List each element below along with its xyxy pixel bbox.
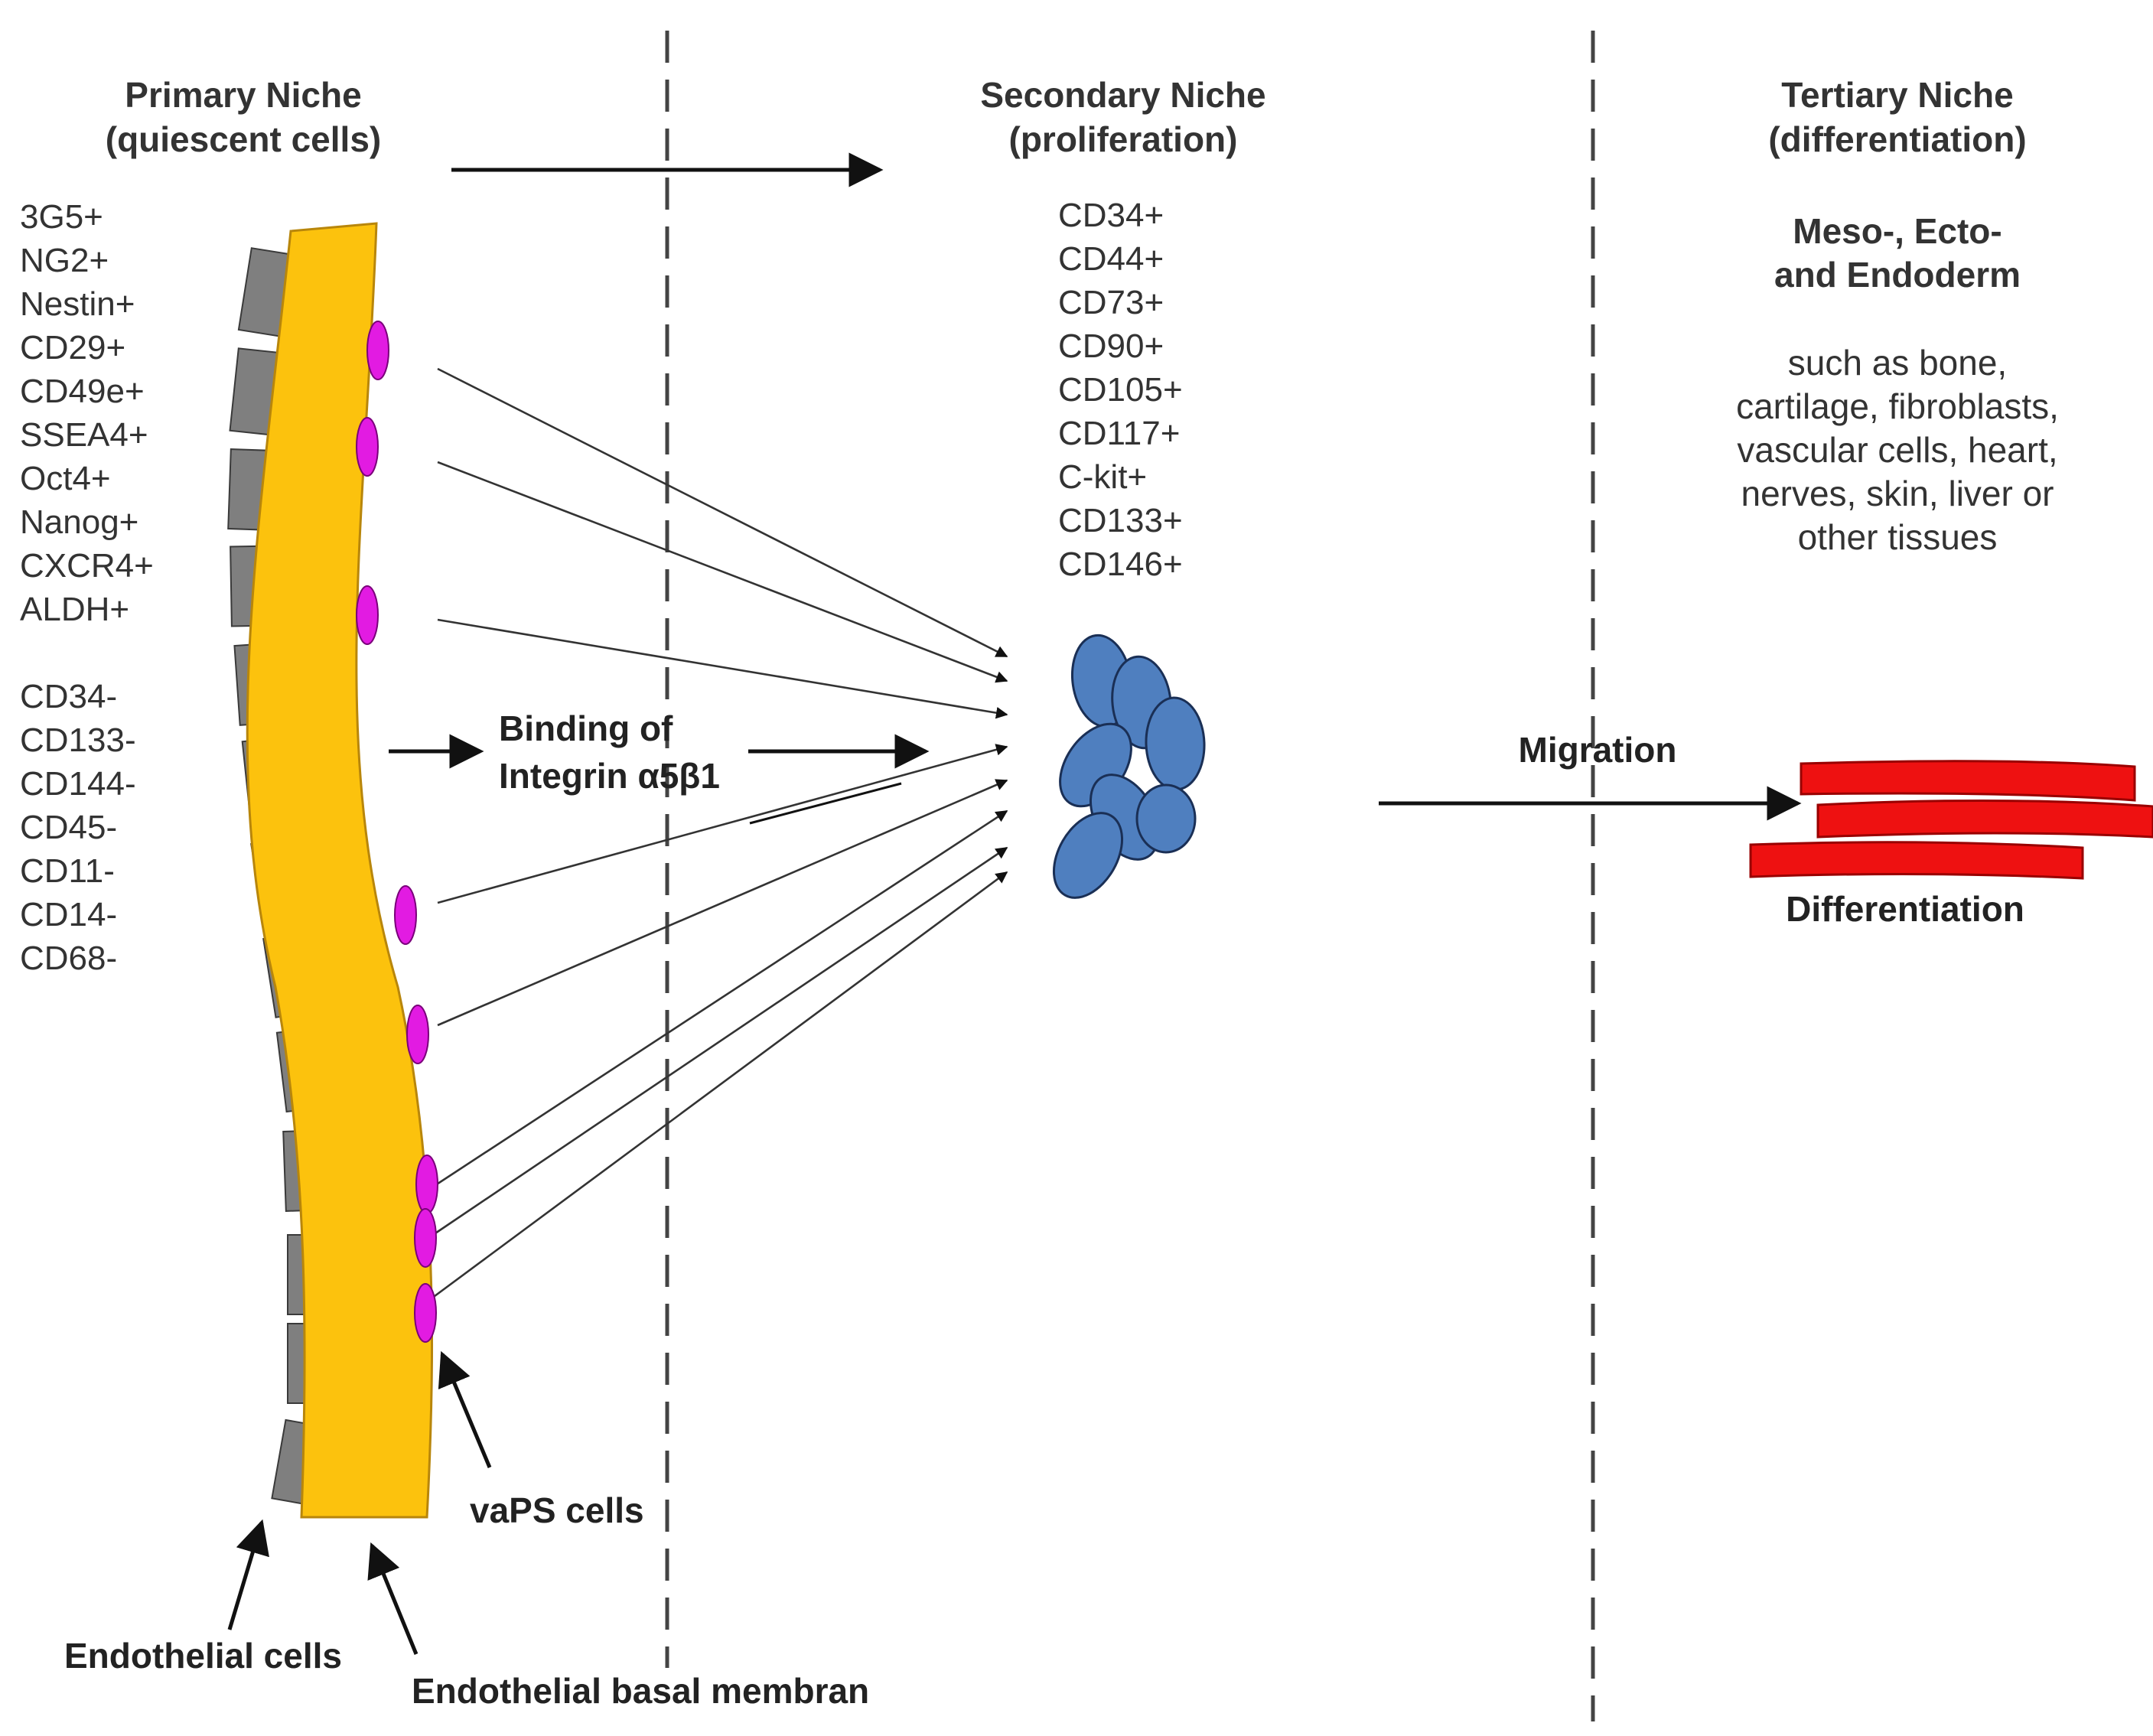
vaps-path-line bbox=[437, 367, 1008, 658]
secondary-niche-title: Secondary Niche bbox=[980, 75, 1265, 115]
tissue-line: cartilage, fibroblasts, bbox=[1736, 386, 2059, 426]
vaps-pointer-arrow bbox=[438, 1350, 492, 1468]
primary-niche-subtitle: (quiescent cells) bbox=[106, 119, 381, 159]
vaps-cell bbox=[394, 885, 417, 945]
binding-label-line1: Binding of bbox=[499, 708, 673, 748]
marker: CXCR4+ bbox=[20, 547, 154, 585]
secondary-markers: CD34+ CD44+ CD73+ CD90+ CD105+ CD117+ C-… bbox=[1058, 197, 1183, 583]
endothelial-cells-pointer bbox=[227, 1519, 269, 1630]
tertiary-niche-subtitle: (differentiation) bbox=[1768, 119, 2026, 159]
binding-underline bbox=[749, 782, 902, 825]
vaps-migration-lines bbox=[428, 367, 1008, 1302]
vaps-path-line bbox=[437, 744, 1008, 904]
tissue-list: such as bone, cartilage, fibroblasts, va… bbox=[1736, 343, 2059, 557]
tertiary-niche-title: Tertiary Niche bbox=[1781, 75, 2013, 115]
marker: CD34- bbox=[20, 678, 117, 715]
marker: CD68- bbox=[20, 940, 117, 977]
marker: CD49e+ bbox=[20, 373, 145, 410]
marker: CD34+ bbox=[1058, 197, 1164, 234]
marker: Oct4+ bbox=[20, 460, 111, 497]
germ-layers-line1: Meso-, Ecto- bbox=[1793, 211, 2002, 251]
marker: CD133- bbox=[20, 721, 136, 759]
marker: CD117+ bbox=[1058, 415, 1180, 452]
marker: Nestin+ bbox=[20, 285, 135, 323]
marker: CD73+ bbox=[1058, 284, 1164, 321]
vaps-path-line bbox=[437, 461, 1008, 683]
tissue-line: nerves, skin, liver or bbox=[1741, 474, 2054, 513]
vaps-cell bbox=[414, 1208, 437, 1268]
proliferating-cell bbox=[1052, 812, 1124, 899]
marker: CD44+ bbox=[1058, 240, 1164, 278]
vaps-path-line bbox=[437, 779, 1008, 1027]
vaps-path-line bbox=[437, 618, 1008, 719]
differentiated-cell bbox=[1800, 760, 2136, 802]
basal-membrane-pointer bbox=[367, 1542, 419, 1655]
differentiated-cell bbox=[1816, 799, 2153, 839]
primary-niche-title: Primary Niche bbox=[125, 75, 361, 115]
marker: CD90+ bbox=[1058, 327, 1164, 365]
marker: CD144- bbox=[20, 765, 136, 803]
differentiated-cell bbox=[1749, 841, 2084, 880]
marker: CD11- bbox=[20, 852, 115, 890]
binding-label-line2: Integrin α5β1 bbox=[499, 756, 720, 796]
migration-label: Migration bbox=[1519, 730, 1677, 770]
proliferating-cell bbox=[1145, 696, 1206, 791]
vaps-cell bbox=[366, 321, 389, 380]
primary-markers-positive: 3G5+ NG2+ Nestin+ CD29+ CD49e+ SSEA4+ Oc… bbox=[20, 198, 154, 628]
vaps-cell bbox=[356, 585, 379, 645]
marker: CD29+ bbox=[20, 329, 125, 366]
marker: SSEA4+ bbox=[20, 416, 148, 454]
vaps-path-line bbox=[428, 846, 1008, 1239]
secondary-niche-subtitle: (proliferation) bbox=[1009, 119, 1238, 159]
vaps-cell bbox=[356, 417, 379, 477]
vaps-cell bbox=[406, 1005, 429, 1064]
basal-membrane-label: Endothelial basal membran bbox=[412, 1671, 869, 1711]
vaps-label: vaPS cells bbox=[470, 1490, 644, 1530]
germ-layers-line2: and Endoderm bbox=[1774, 255, 2021, 295]
vaps-path-line bbox=[428, 809, 1008, 1191]
marker: ALDH+ bbox=[20, 591, 129, 628]
primary-markers-negative: CD34- CD133- CD144- CD45- CD11- CD14- CD… bbox=[20, 678, 136, 977]
vaps-cell bbox=[415, 1155, 438, 1214]
differentiation-label: Differentiation bbox=[1786, 889, 2024, 929]
endothelial-basal-membrane bbox=[246, 222, 434, 1519]
marker: 3G5+ bbox=[20, 198, 103, 236]
differentiated-cells bbox=[1749, 760, 2153, 880]
marker: CD14- bbox=[20, 896, 117, 933]
tissue-line: other tissues bbox=[1798, 517, 1998, 557]
endothelial-cells-label: Endothelial cells bbox=[64, 1636, 342, 1676]
marker: C-kit+ bbox=[1058, 458, 1147, 496]
tissue-line: such as bone, bbox=[1788, 343, 2007, 383]
marker: NG2+ bbox=[20, 242, 109, 279]
vaps-path-line bbox=[428, 871, 1008, 1302]
vaps-cells bbox=[356, 321, 438, 1343]
marker: Nanog+ bbox=[20, 503, 138, 541]
marker: CD146+ bbox=[1058, 546, 1183, 583]
marker: CD105+ bbox=[1058, 371, 1183, 409]
marker: CD45- bbox=[20, 809, 117, 846]
vaps-cell bbox=[414, 1283, 437, 1343]
tissue-line: vascular cells, heart, bbox=[1737, 430, 2057, 470]
marker: CD133+ bbox=[1058, 502, 1183, 539]
proliferating-cell bbox=[1135, 783, 1197, 854]
proliferating-cells bbox=[1052, 633, 1206, 899]
